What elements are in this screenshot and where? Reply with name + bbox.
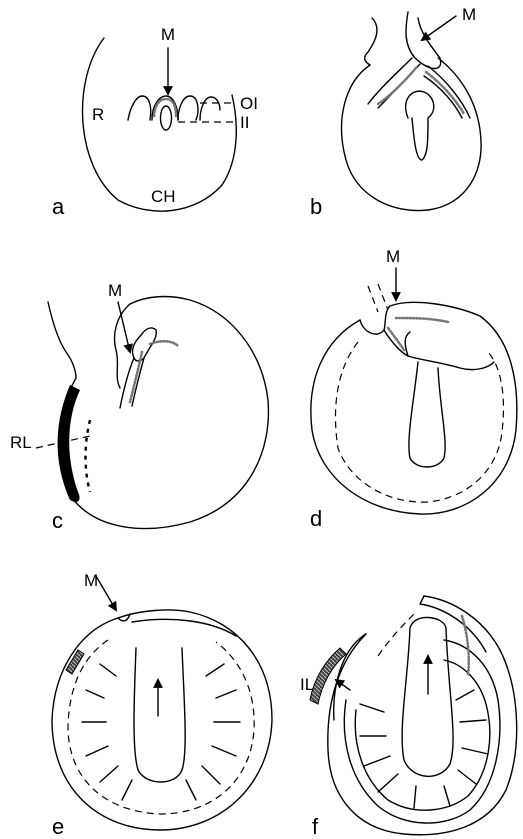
ovule-outline: [334, 634, 366, 720]
ovule-outline: [83, 38, 237, 211]
integument-line: [120, 358, 134, 408]
raphe-layer: [58, 385, 80, 502]
embryo-sac: [406, 91, 434, 160]
funiculus: [365, 18, 377, 65]
integument-line: [132, 619, 236, 636]
panel-e: M e: [52, 571, 272, 839]
integument-line: [344, 640, 500, 823]
micropyle-arrow: [422, 16, 456, 40]
label-ch: CH: [151, 187, 176, 206]
integument-line: [384, 330, 494, 370]
label-rl: RL: [10, 433, 32, 452]
label-r: R: [92, 105, 104, 124]
nucellus: [150, 341, 178, 346]
detach-arrow: [336, 680, 350, 690]
integument-line: [424, 76, 462, 118]
panel-letter-e: e: [52, 814, 64, 839]
label-m: M: [108, 281, 122, 300]
ovule-outline: [52, 610, 272, 830]
micropyle-arrow: [96, 576, 116, 610]
inner-boundary: [68, 640, 254, 814]
label-il: II: [240, 113, 249, 132]
nucellus: [396, 318, 448, 322]
label-m: M: [84, 571, 98, 590]
ovule-outline: [342, 58, 481, 211]
nucellus: [130, 352, 142, 402]
ovule-outline: [311, 302, 517, 514]
inner-layer-fragment: [310, 648, 346, 704]
dotted-trace: [86, 420, 91, 492]
funiculus: [48, 302, 76, 378]
embryo: [402, 617, 453, 776]
label-m: M: [386, 247, 400, 266]
dashed-leader: [368, 286, 378, 312]
panel-letter-f: f: [312, 814, 319, 839]
panel-c: M RL c: [10, 281, 268, 533]
panel-letter-a: a: [52, 194, 65, 219]
panel-b: M b: [310, 5, 481, 219]
dashed-leader: [378, 284, 388, 310]
integument-line: [200, 97, 220, 120]
integument-line: [360, 306, 390, 334]
label-m: M: [462, 5, 476, 24]
cell-lines: [82, 664, 240, 800]
inner-boundary: [335, 342, 503, 502]
label-ol: OI: [240, 94, 258, 113]
outer-integument: [128, 96, 151, 120]
integument-line: [405, 332, 410, 356]
embryo: [134, 648, 185, 782]
ovule-outline: [59, 297, 269, 529]
label-m: M: [161, 25, 175, 44]
panel-d: M d: [310, 247, 517, 531]
panel-a: M R CH OI II a: [52, 25, 258, 219]
embryo-sac: [409, 362, 445, 467]
integument-line: [406, 12, 441, 69]
outer-integument: [178, 96, 198, 120]
inner-body: [355, 660, 490, 810]
micropyle: [132, 328, 156, 361]
panel-letter-d: d: [310, 506, 322, 531]
nucellus: [161, 106, 172, 130]
panel-f: IL f: [300, 596, 517, 839]
panel-letter-c: c: [52, 508, 63, 533]
panel-letter-b: b: [310, 194, 322, 219]
label-il: IL: [300, 675, 314, 694]
cell-lines: [360, 690, 488, 808]
